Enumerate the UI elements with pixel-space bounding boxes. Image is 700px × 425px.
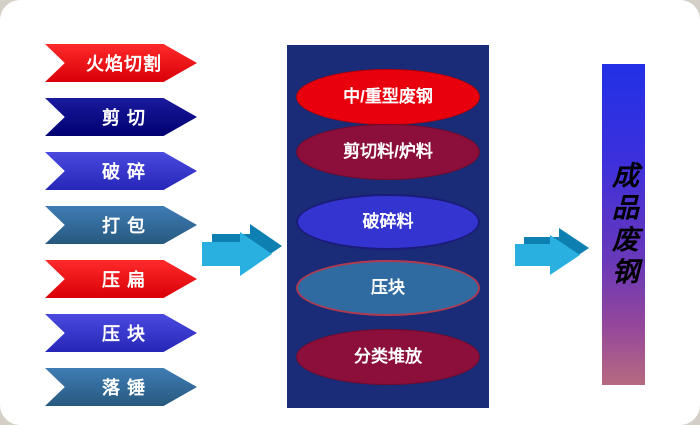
process-briquetting: 压 块 [45,314,197,352]
product-heavy-scrap: 中/重型废钢 [296,69,480,125]
product-label: 中/重型废钢 [343,87,433,107]
output-bar: 成品废钢 [602,64,645,385]
process-label: 剪 切 [101,108,146,128]
product-label: 剪切料/炉料 [343,142,433,162]
arrow-front-face [202,232,272,276]
process-baling: 打 包 [45,206,197,244]
right-arrow-3d-icon [515,228,589,275]
product-briquette: 压块 [296,260,480,316]
process-label: 打 包 [101,216,146,236]
process-label: 压 扁 [101,270,146,290]
process-crushing: 破 碎 [45,152,197,190]
product-label: 破碎料 [362,212,414,232]
product-sorted-stacking: 分类堆放 [296,329,480,385]
product-sheared-charge: 剪切料/炉料 [296,124,480,180]
process-flame-cutting: 火焰切割 [45,44,197,82]
process-shearing: 剪 切 [45,98,197,136]
product-label: 压块 [371,278,405,298]
process-flattening: 压 扁 [45,260,197,298]
right-arrow-3d-icon [202,224,282,276]
process-label: 落 锤 [101,378,146,398]
product-label: 分类堆放 [354,347,422,367]
output-label: 成品废钢 [608,160,638,289]
product-shredded: 破碎料 [296,194,480,250]
products-box: 中/重型废钢 剪切料/炉料 破碎料 压块 分类堆放 [287,45,489,408]
process-label: 火焰切割 [86,54,162,74]
process-drop-hammer: 落 锤 [45,368,197,406]
process-label: 压 块 [101,324,146,344]
arrow-front-face [515,235,580,275]
process-label: 破 碎 [101,162,146,182]
